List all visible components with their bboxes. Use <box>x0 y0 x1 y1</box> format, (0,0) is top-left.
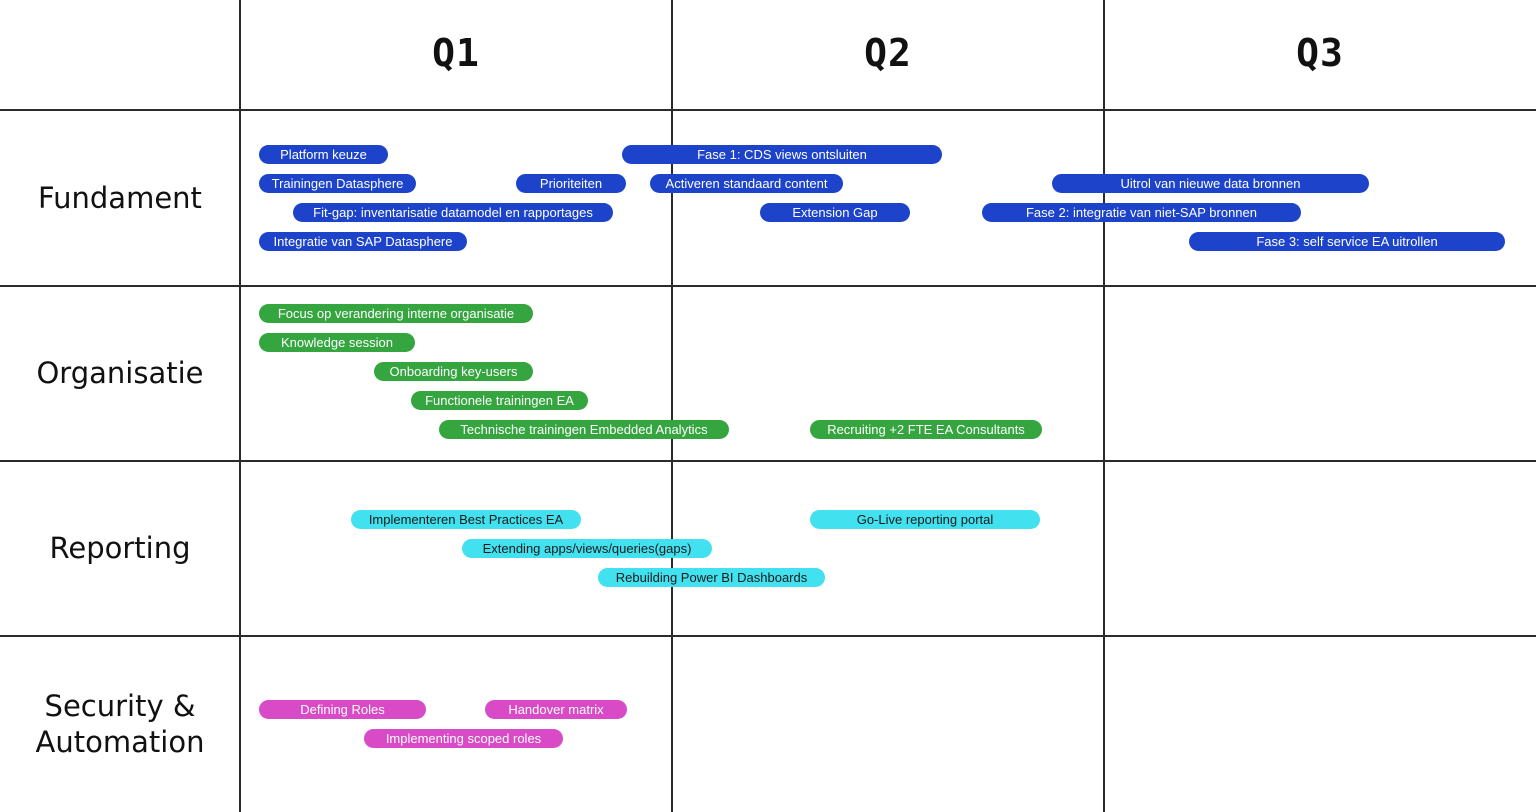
bar-knowledge-session: Knowledge session <box>259 333 415 352</box>
bar-activeren-standaard-content: Activeren standaard content <box>650 174 843 193</box>
quarter-header-q2: Q2 <box>864 31 912 75</box>
bar-uitrol-nieuwe-data-bronnen: Uitrol van nieuwe data bronnen <box>1052 174 1369 193</box>
bar-go-live-reporting-portal: Go-Live reporting portal <box>810 510 1040 529</box>
bar-handover-matrix: Handover matrix <box>485 700 627 719</box>
grid-line-header <box>0 109 1536 111</box>
bar-focus-verandering: Focus op verandering interne organisatie <box>259 304 533 323</box>
row-label-reporting: Reporting <box>49 531 191 565</box>
bar-trainingen-datasphere: Trainingen Datasphere <box>259 174 416 193</box>
row-label-security-automation: Security & Automation <box>35 689 205 759</box>
bar-platform-keuze: Platform keuze <box>259 145 388 164</box>
bar-fase-3-self-service: Fase 3: self service EA uitrollen <box>1189 232 1505 251</box>
bar-rebuilding-power-bi: Rebuilding Power BI Dashboards <box>598 568 825 587</box>
quarter-header-q3: Q3 <box>1296 31 1344 75</box>
row-label-organisatie: Organisatie <box>36 356 204 390</box>
bar-extending-apps: Extending apps/views/queries(gaps) <box>462 539 712 558</box>
bar-recruiting: Recruiting +2 FTE EA Consultants <box>810 420 1042 439</box>
grid-line-q2-q3 <box>1103 0 1105 812</box>
bar-prioriteiten: Prioriteiten <box>516 174 626 193</box>
quarter-header-q1: Q1 <box>432 31 480 75</box>
bar-implementeren-best-practices: Implementeren Best Practices EA <box>351 510 581 529</box>
row-label-fundament: Fundament <box>38 180 202 215</box>
bar-functionele-trainingen: Functionele trainingen EA <box>411 391 588 410</box>
bar-extension-gap: Extension Gap <box>760 203 910 222</box>
grid-line-left <box>239 0 241 812</box>
bar-onboarding-key-users: Onboarding key-users <box>374 362 533 381</box>
bar-technische-trainingen: Technische trainingen Embedded Analytics <box>439 420 729 439</box>
bar-defining-roles: Defining Roles <box>259 700 426 719</box>
grid-line-row-2 <box>0 460 1536 462</box>
grid-line-row-3 <box>0 635 1536 637</box>
bar-fase-2-integratie: Fase 2: integratie van niet-SAP bronnen <box>982 203 1301 222</box>
bar-fit-gap: Fit-gap: inventarisatie datamodel en rap… <box>293 203 613 222</box>
grid-line-q1-q2 <box>671 0 673 812</box>
bar-integratie-sap-datasphere: Integratie van SAP Datasphere <box>259 232 467 251</box>
grid-line-row-1 <box>0 285 1536 287</box>
bar-implementing-scoped-roles: Implementing scoped roles <box>364 729 563 748</box>
bar-fase-1-cds-views: Fase 1: CDS views ontsluiten <box>622 145 942 164</box>
